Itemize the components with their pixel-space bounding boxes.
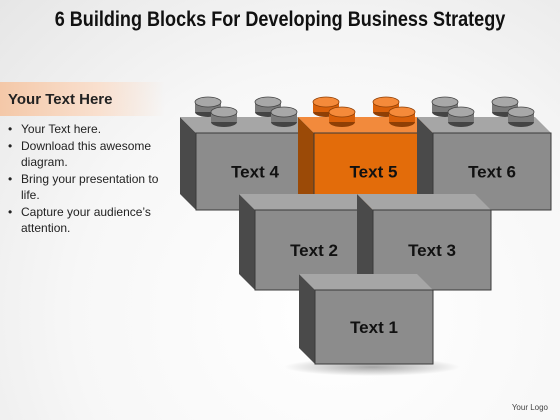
stud-cap <box>270 106 298 118</box>
block-6: Text 6 <box>417 117 552 211</box>
slide-title: 6 Building Blocks For Developing Busines… <box>54 8 506 31</box>
bullet-item: Your Text here. <box>6 121 176 138</box>
stud-cap <box>328 106 356 118</box>
block-side-face <box>180 117 196 210</box>
block-side-face <box>239 194 255 290</box>
stud-cap <box>372 96 400 108</box>
bullet-item: Download this awesome diagram. <box>6 138 176 171</box>
stud-knob <box>210 106 238 127</box>
block-label: Text 6 <box>468 163 516 182</box>
stud-knob <box>431 96 459 117</box>
block-label: Text 3 <box>408 241 456 260</box>
block-side-face <box>298 117 314 210</box>
block-side-face <box>357 194 373 290</box>
block-label: Text 1 <box>350 318 398 337</box>
block-top-face <box>357 194 491 210</box>
sidebar-heading-band <box>0 82 165 116</box>
footer-logo-text: Your Logo <box>511 403 548 412</box>
block-side-face <box>417 117 433 210</box>
stud-knob <box>507 106 535 127</box>
block-label: Text 2 <box>290 241 338 260</box>
bullet-item: Bring your presentation to life. <box>6 171 176 204</box>
sidebar-heading: Your Text Here <box>8 91 113 108</box>
stud-cap <box>491 96 519 108</box>
stud-cap <box>431 96 459 108</box>
stud-knob <box>447 106 475 127</box>
stud-knob <box>194 96 222 117</box>
stud-cap <box>507 106 535 118</box>
stud-knob <box>388 106 416 127</box>
stud-knob <box>270 106 298 127</box>
stud-cap <box>447 106 475 118</box>
block-top-face <box>239 194 373 210</box>
stud-cap <box>312 96 340 108</box>
stud-cap <box>254 96 282 108</box>
block-side-face <box>299 274 315 364</box>
stud-cap <box>388 106 416 118</box>
block-label: Text 4 <box>231 163 279 182</box>
sidebar-bullet-list: Your Text here. Download this awesome di… <box>6 121 176 237</box>
stud-knob <box>328 106 356 127</box>
stud-cap <box>210 106 238 118</box>
block-top-face <box>299 274 433 290</box>
block-front-face <box>314 289 434 365</box>
stud-cap <box>194 96 222 108</box>
bullet-item: Capture your audience’s attention. <box>6 204 176 237</box>
block-1: Text 1 <box>299 274 434 365</box>
block-label: Text 5 <box>350 163 398 182</box>
